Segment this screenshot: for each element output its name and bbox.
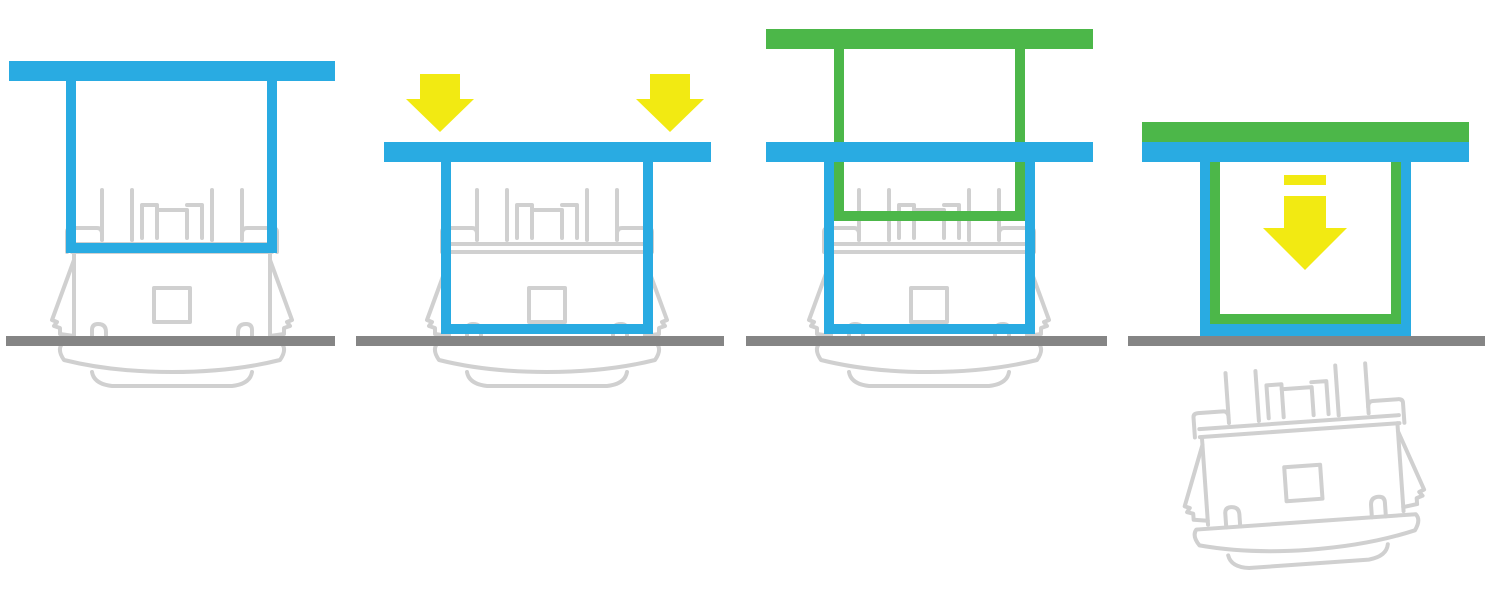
component-outline [50,188,294,388]
push-down-arrow [1263,175,1347,270]
step-4 [1128,122,1485,575]
down-arrow-icon [636,74,704,132]
ejected-component-outline [1173,357,1431,575]
blue-tool [9,61,335,253]
step-2 [356,74,724,388]
down-arrow-icon [406,74,474,132]
green-tool [1142,122,1469,324]
blue-tool [384,142,711,334]
press-arrow-left [406,74,474,132]
ground-line [746,336,1107,346]
down-arrow-icon [1263,196,1347,270]
ground-line [6,336,335,346]
press-arrow-right [636,74,704,132]
green-tool [766,29,1093,221]
step-1 [6,61,335,388]
ground-line [356,336,724,346]
component-outline [425,188,669,388]
ground-line [1128,336,1485,346]
blue-tool [766,142,1093,334]
blue-tool [1142,142,1469,336]
step-3 [746,29,1107,388]
